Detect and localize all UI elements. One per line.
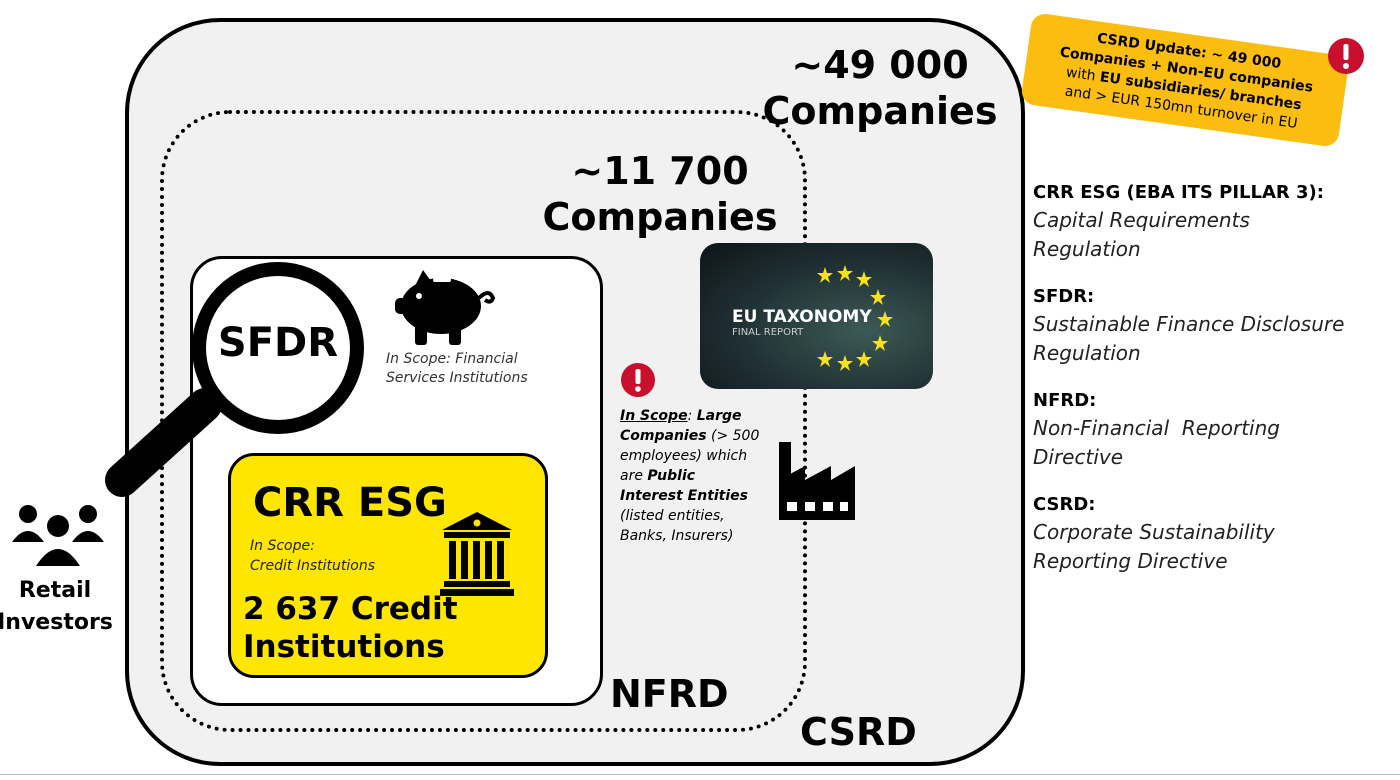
eu-stars-icon xyxy=(817,265,893,371)
magnifier-icon xyxy=(105,262,364,497)
nfrd-are: are xyxy=(620,468,643,484)
legend-desc: Non-Financial Reporting xyxy=(1033,416,1280,440)
legend-desc: Reporting Directive xyxy=(1033,549,1228,573)
crr-count-line1: 2 637 Credit xyxy=(243,591,458,627)
large-count: ~49 000 Companies xyxy=(750,42,1010,134)
legend-desc: Regulation xyxy=(1033,237,1141,261)
crr-scope-line2: Credit Institutions xyxy=(250,558,376,574)
nfrd-scope-line1: In Scope: Large xyxy=(620,406,780,426)
piggy-bank-icon xyxy=(395,270,496,345)
nfrd-scope-line3: employees) which xyxy=(620,448,748,464)
crr-count-line2: Institutions xyxy=(243,629,445,665)
crr-count: 2 637 Credit Institutions xyxy=(243,590,458,666)
update-line3-pre: with xyxy=(1064,64,1097,85)
nfrd-employees-paren: (> 500 xyxy=(711,428,760,444)
crr-scope: In Scope: Credit Institutions xyxy=(250,536,375,576)
medium-count-number: ~11 700 xyxy=(571,149,749,193)
legend-item-nfrd: NFRD: Non-Financial Reporting Directive xyxy=(1033,388,1393,472)
legend-desc: Corporate Sustainability xyxy=(1033,520,1275,544)
legend: CRR ESG (EBA ITS PILLAR 3): Capital Requ… xyxy=(1033,180,1393,596)
sfdr-label: SFDR xyxy=(217,320,339,366)
legend-head: SFDR: xyxy=(1033,286,1095,307)
nfrd-scope: In Scope: Large Companies (> 500 employe… xyxy=(620,406,780,546)
sfdr-scope-line2: Services Institutions xyxy=(386,370,528,386)
legend-desc: Sustainable Finance Disclosure xyxy=(1033,312,1345,336)
csrd-update-card: CSRD Update: ~ 49 000 Companies + Non-EU… xyxy=(1020,12,1350,148)
nfrd-scope-line4: are Public xyxy=(620,466,780,486)
legend-head: CRR ESG (EBA ITS PILLAR 3): xyxy=(1033,182,1324,203)
alert-icon xyxy=(1328,38,1364,74)
large-count-number: ~49 000 xyxy=(791,43,969,87)
retail-label-line2: Investors xyxy=(0,610,113,635)
legend-head: NFRD: xyxy=(1033,390,1097,411)
nfrd-label: NFRD xyxy=(610,672,729,716)
retail-label-line1: Retail xyxy=(18,578,92,603)
bank-building-icon xyxy=(440,512,514,596)
legend-desc: Regulation xyxy=(1033,341,1141,365)
nfrd-colon: : xyxy=(687,408,693,424)
nfrd-scope-line5: Interest Entities xyxy=(620,486,780,506)
sfdr-scope-line1: In Scope: Financial xyxy=(386,351,518,367)
bottom-divider xyxy=(0,774,1400,775)
medium-count: ~11 700 Companies xyxy=(530,148,790,240)
people-icon xyxy=(12,505,104,566)
taxonomy-title: EU TAXONOMY xyxy=(732,307,872,327)
nfrd-scope-line6: (listed entities, xyxy=(620,508,725,524)
sfdr-scope: In Scope: Financial Services Institution… xyxy=(386,350,586,388)
nfrd-large: Large xyxy=(696,408,742,424)
nfrd-scope-line7: Banks, Insurers) xyxy=(620,528,734,544)
legend-item-csrd: CSRD: Corporate Sustainability Reporting… xyxy=(1033,492,1393,576)
factory-icon xyxy=(779,442,855,520)
medium-count-unit: Companies xyxy=(542,195,778,239)
nfrd-companies: Companies xyxy=(620,428,707,444)
nfrd-in-scope: In Scope xyxy=(620,408,688,424)
crr-box xyxy=(228,453,548,678)
csrd-label: CSRD xyxy=(800,710,917,754)
legend-item-crr: CRR ESG (EBA ITS PILLAR 3): Capital Requ… xyxy=(1033,180,1393,264)
crr-title: CRR ESG xyxy=(253,480,447,526)
legend-item-sfdr: SFDR: Sustainable Finance Disclosure Reg… xyxy=(1033,284,1393,368)
eu-taxonomy-image: EU TAXONOMY FINAL REPORT xyxy=(700,243,933,389)
legend-desc: Capital Requirements xyxy=(1033,208,1250,232)
retail-label: Retail Investors xyxy=(0,575,130,639)
large-count-unit: Companies xyxy=(762,89,998,133)
legend-desc: Directive xyxy=(1033,445,1124,469)
nfrd-scope-line2: Companies (> 500 xyxy=(620,426,780,446)
nfrd-public: Public xyxy=(647,468,696,484)
nfrd-interest: Interest Entities xyxy=(620,488,749,504)
taxonomy-subtitle: FINAL REPORT xyxy=(732,327,804,338)
alert-icon xyxy=(621,363,655,397)
crr-scope-line1: In Scope: xyxy=(250,538,315,554)
legend-head: CSRD: xyxy=(1033,494,1096,515)
